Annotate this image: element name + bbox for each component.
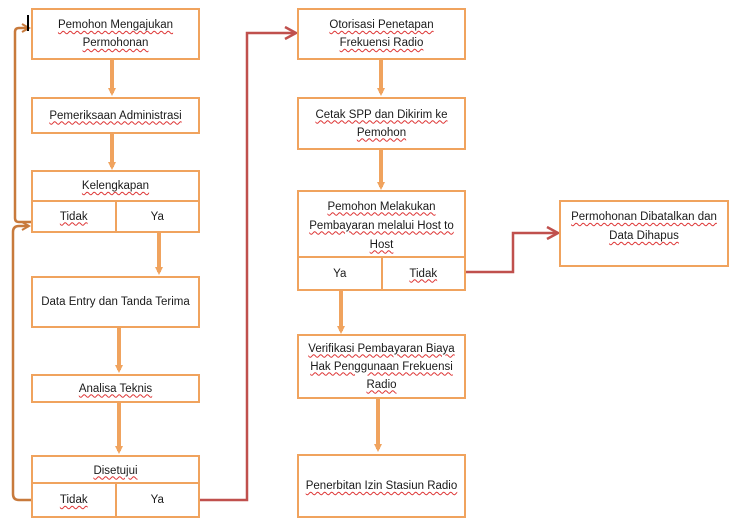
box-pemohon: Pemohon Mengajukan Permohonan (31, 8, 200, 60)
text-cursor (27, 15, 29, 31)
box-disetujui-title: Disetujui (93, 464, 138, 477)
box-dibatalkan-text: Permohonan Dibatalkan dan Data Dihapus (571, 211, 717, 242)
loop-arrow-disetujui-tidak (11, 226, 31, 502)
box-penerbitan-text: Penerbitan Izin Stasiun Radio (305, 480, 458, 492)
box-dibatalkan: Permohonan Dibatalkan dan Data Dihapus (559, 200, 729, 267)
box-pemeriksaan-text: Pemeriksaan Administrasi (49, 109, 182, 122)
box-kelengkapan-title: Kelengkapan (81, 180, 150, 192)
box-pemeriksaan: Pemeriksaan Administrasi (31, 97, 200, 134)
box-pemohon-text: Pemohon Mengajukan Permohonan (57, 19, 174, 49)
box-verifikasi: Verifikasi Pembayaran Biaya Hak Pengguna… (297, 334, 466, 399)
box-otorisasi: Otorisasi Penetapan Frekuensi Radio (297, 8, 466, 60)
box-data-entry-text: Data Entry dan Tanda Terima (41, 296, 190, 308)
loop-arrow-kelengkapan-tidak (13, 28, 31, 224)
box-data-entry: Data Entry dan Tanda Terima (31, 276, 200, 328)
kelengkapan-tidak-label: Tidak (59, 210, 88, 223)
pembayaran-tidak-label: Tidak (409, 267, 438, 280)
box-disetujui: Disetujui Tidak Ya (31, 455, 200, 518)
arrow-disetujui-ya-to-otorisasi (200, 33, 295, 502)
disetujui-ya-label: Ya (150, 494, 164, 506)
box-otorisasi-text: Otorisasi Penetapan Frekuensi Radio (329, 19, 434, 49)
box-pembayaran-text: Pemohon Melakukan Pembayaran melalui Hos… (309, 200, 454, 251)
box-analisa-text: Analisa Teknis (78, 382, 153, 395)
box-cetak-spp-text: Cetak SPP dan Dikirim ke Pemohon (315, 108, 448, 139)
box-verifikasi-text: Verifikasi Pembayaran Biaya Hak Pengguna… (308, 342, 455, 391)
box-penerbitan: Penerbitan Izin Stasiun Radio (297, 454, 466, 518)
box-analisa: Analisa Teknis (31, 374, 200, 403)
pembayaran-ya-label: Ya (333, 267, 347, 280)
box-cetak-spp: Cetak SPP dan Dikirim ke Pemohon (297, 97, 466, 150)
box-kelengkapan: Kelengkapan Tidak Ya (31, 170, 200, 233)
disetujui-tidak-label: Tidak (59, 494, 88, 506)
box-pembayaran: Pemohon Melakukan Pembayaran melalui Hos… (297, 190, 466, 291)
kelengkapan-ya-label: Ya (150, 210, 164, 223)
arrow-pembayaran-tidak-to-dibatalkan (466, 233, 557, 274)
